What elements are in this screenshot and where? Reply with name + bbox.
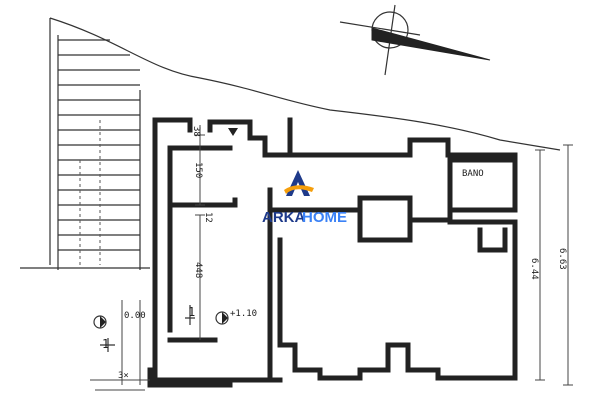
level-110: +1.10 [230,309,257,319]
section-label-1: 1 [102,337,109,351]
section-label-2: 1 [188,305,195,319]
dim-3x: 3× [118,371,129,381]
level-marker-icon [93,311,229,329]
level-000: 0.00 [124,311,146,321]
terrain-outline [49,17,561,265]
dim-150: 150 [193,162,203,178]
dim-663: 6.63 [557,248,567,270]
north-arrow-icon [339,4,491,76]
walls [147,117,518,388]
logo-text-home: HOME [302,209,347,226]
room-label-bano: BANO [462,169,484,179]
dim-38: 38 [191,126,201,137]
arkahome-logo: ARKA HOME [262,170,347,226]
section-marker [100,338,115,352]
dim-12: 12 [203,212,213,223]
entrance-arrow-icon [228,128,238,136]
section-marker-2 [185,305,195,325]
logo-text-arka: ARKA [262,209,305,226]
stairs [20,35,150,270]
dim-644: 6.44 [529,258,539,280]
dimension-lines [90,125,573,391]
dim-448: 448 [193,262,203,278]
